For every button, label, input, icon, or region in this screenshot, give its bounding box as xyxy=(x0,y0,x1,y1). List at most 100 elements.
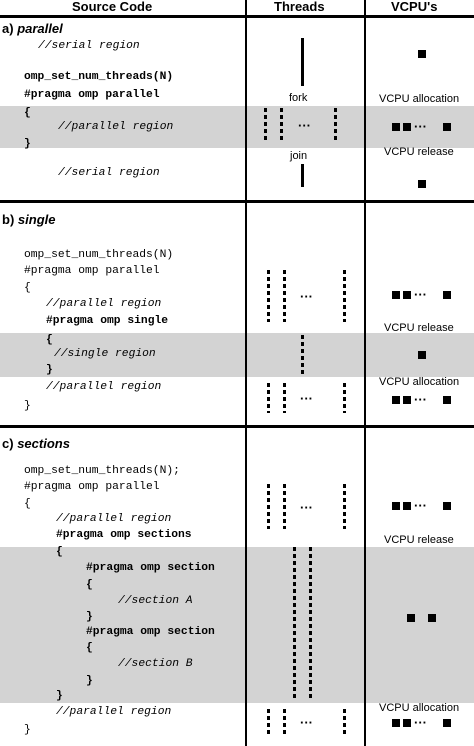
vcpu-ellipsis: ··· xyxy=(414,392,427,407)
single-thread-line xyxy=(301,335,304,375)
code-line: { xyxy=(56,546,63,558)
code-line: //serial region xyxy=(58,167,160,179)
header-threads: Threads xyxy=(274,0,325,14)
code-line: #pragma omp parallel xyxy=(24,89,160,101)
section-title-parallel: a) parallel xyxy=(2,21,63,36)
header-divider xyxy=(0,15,474,18)
code-line: #pragma omp section xyxy=(86,626,215,638)
code-line: omp_set_num_threads(N) xyxy=(24,71,174,83)
thread-line xyxy=(264,108,267,142)
vcpu-square xyxy=(418,50,426,58)
thread-line xyxy=(267,383,270,413)
header-vcpus: VCPU's xyxy=(391,0,438,14)
code-line: } xyxy=(24,138,31,150)
code-line: #pragma omp parallel xyxy=(24,265,160,277)
thread-line xyxy=(343,383,346,413)
vcpu-square xyxy=(392,291,400,299)
code-line: #pragma omp sections xyxy=(56,529,192,541)
code-line: //parallel region xyxy=(58,121,174,133)
thread-line xyxy=(283,709,286,736)
thread-ellipsis: ··· xyxy=(300,715,313,730)
vcpu-square xyxy=(407,614,415,622)
vcpu-square xyxy=(392,396,400,404)
vcpu-ellipsis: ··· xyxy=(414,287,427,302)
code-line: } xyxy=(86,675,93,687)
vcpu-allocation-label: VCPU allocation xyxy=(379,702,460,714)
thread-line xyxy=(334,108,337,142)
join-label: join xyxy=(290,150,308,162)
vcpu-square xyxy=(443,396,451,404)
serial-thread-line xyxy=(301,164,304,187)
vcpu-square xyxy=(403,291,411,299)
thread-line xyxy=(280,108,283,142)
vcpu-square xyxy=(418,180,426,188)
thread-line xyxy=(267,270,270,322)
vcpu-square xyxy=(418,351,426,359)
single-region-band xyxy=(0,333,474,377)
vcpu-square xyxy=(403,123,411,131)
column-divider-threads-vcpus xyxy=(364,0,366,746)
thread-ellipsis: ··· xyxy=(298,118,311,133)
code-line: #pragma omp parallel xyxy=(24,481,160,493)
code-line: } xyxy=(46,364,53,376)
vcpu-square xyxy=(392,719,400,727)
code-line: //section B xyxy=(118,658,193,670)
vcpu-square xyxy=(443,502,451,510)
code-line: //parallel region xyxy=(56,706,172,718)
sections-region-band xyxy=(0,547,474,703)
thread-line xyxy=(267,484,270,529)
thread-line xyxy=(283,484,286,529)
section-thread-line xyxy=(293,547,296,700)
vcpu-ellipsis: ··· xyxy=(414,498,427,513)
thread-line xyxy=(283,383,286,413)
section-divider-ab xyxy=(0,200,474,203)
vcpu-release-label: VCPU release xyxy=(384,534,454,546)
vcpu-allocation-label: VCPU allocation xyxy=(379,93,460,105)
code-line: { xyxy=(24,107,31,119)
column-divider-code-threads xyxy=(245,0,247,746)
code-line: } xyxy=(24,400,31,412)
vcpu-square xyxy=(443,123,451,131)
code-line: } xyxy=(24,724,31,736)
code-line: #pragma omp single xyxy=(46,315,169,327)
thread-line xyxy=(267,709,270,736)
thread-ellipsis: ··· xyxy=(300,500,313,515)
code-line: { xyxy=(46,334,53,346)
thread-line xyxy=(343,709,346,736)
code-line: //section A xyxy=(118,595,193,607)
vcpu-release-label: VCPU release xyxy=(384,146,454,158)
code-line: { xyxy=(24,498,31,510)
vcpu-release-label: VCPU release xyxy=(384,322,454,334)
fork-label: fork xyxy=(289,92,308,104)
vcpu-ellipsis: ··· xyxy=(414,119,427,134)
vcpu-square xyxy=(403,719,411,727)
thread-ellipsis: ··· xyxy=(300,289,313,304)
vcpu-square xyxy=(403,396,411,404)
code-line: omp_set_num_threads(N) xyxy=(24,249,174,261)
section-title-sections: c) sections xyxy=(2,436,70,451)
vcpu-square xyxy=(392,502,400,510)
section-title-single: b) single xyxy=(2,212,56,227)
vcpu-allocation-label: VCPU allocation xyxy=(379,376,460,388)
thread-ellipsis: ··· xyxy=(300,391,313,406)
header-source-code: Source Code xyxy=(72,0,153,14)
code-line: } xyxy=(86,611,93,623)
vcpu-square xyxy=(392,123,400,131)
code-line: { xyxy=(86,642,93,654)
thread-line xyxy=(283,270,286,322)
code-line: { xyxy=(86,579,93,591)
code-line: #pragma omp section xyxy=(86,562,215,574)
vcpu-square xyxy=(403,502,411,510)
vcpu-ellipsis: ··· xyxy=(414,715,427,730)
code-line: //parallel region xyxy=(46,381,162,393)
serial-thread-line xyxy=(301,38,304,86)
code-line: //serial region xyxy=(38,40,140,52)
code-line: } xyxy=(56,690,63,702)
section-thread-line xyxy=(309,547,312,700)
section-divider-bc xyxy=(0,425,474,428)
code-line: //parallel region xyxy=(46,298,162,310)
code-line: //parallel region xyxy=(56,513,172,525)
vcpu-square xyxy=(443,719,451,727)
thread-line xyxy=(343,484,346,529)
